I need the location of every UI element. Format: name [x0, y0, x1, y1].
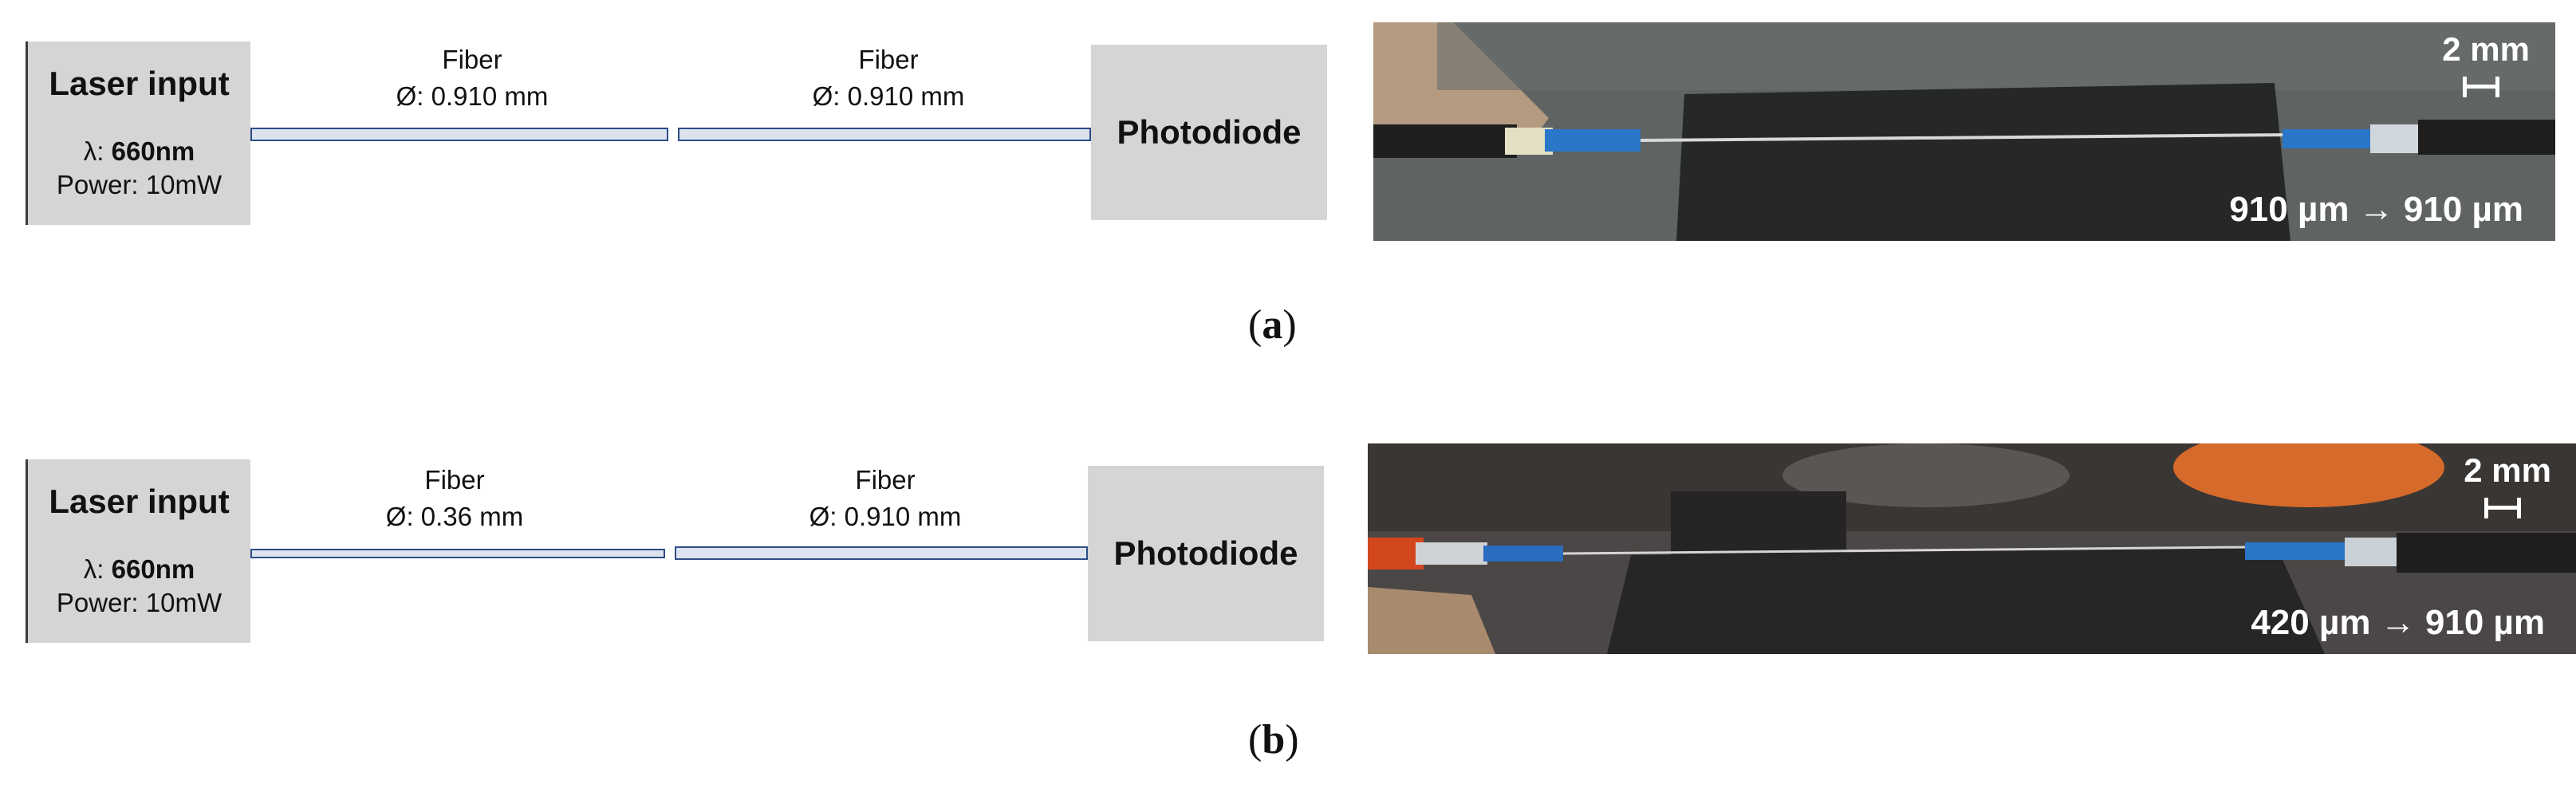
fiber-2-label: Fiber Ø: 0.910 mm [812, 45, 965, 111]
fiber-1-label: Fiber Ø: 0.910 mm [396, 45, 549, 111]
caption-b: (b) [1248, 717, 1299, 762]
laser-power: Power: 10mW [56, 170, 223, 199]
scale-bar-icon [2484, 498, 2521, 518]
scale-bar-icon [2463, 77, 2499, 97]
fiber-1-label: Fiber Ø: 0.36 mm [385, 465, 524, 531]
photodiode-label: Photodiode [1113, 534, 1298, 572]
laser-title: Laser input [49, 483, 230, 520]
photodiode-box: Photodiode [1091, 45, 1327, 220]
fiber-2-label: Fiber Ø: 0.910 mm [809, 465, 962, 531]
fiber-size-label: 420 µm → 910 µm [2251, 603, 2545, 642]
photodiode-box: Photodiode [1088, 466, 1324, 641]
laser-wavelength: λ: 660nm [83, 136, 195, 166]
fiber-splice-photo: 2 mm 420 µm → 910 µm [1368, 443, 2576, 654]
caption-a: (a) [1248, 302, 1297, 348]
scale-label: 2 mm [2442, 30, 2530, 68]
laser-input-box: Laser input λ: 660nm Power: 10mW [26, 41, 250, 225]
panel-a: Laser input λ: 660nm Power: 10mW Fiber Ø… [0, 0, 2576, 375]
laser-power: Power: 10mW [56, 588, 223, 617]
fiber-size-label: 910 µm → 910 µm [2229, 190, 2523, 229]
laser-input-box: Laser input λ: 660nm Power: 10mW [26, 459, 250, 643]
laser-wavelength: λ: 660nm [83, 554, 195, 584]
photodiode-label: Photodiode [1117, 113, 1302, 151]
photo-illustration [1373, 22, 2555, 241]
fiber-2 [675, 546, 1088, 560]
fiber-1 [250, 128, 668, 141]
fiber-1 [250, 549, 665, 558]
photo-illustration [1368, 443, 2576, 654]
scale-label: 2 mm [2464, 451, 2551, 489]
fiber-2 [678, 128, 1091, 141]
panel-b: Laser input λ: 660nm Power: 10mW Fiber Ø… [0, 417, 2576, 792]
laser-title: Laser input [49, 65, 230, 102]
fiber-splice-photo: 2 mm 910 µm → 910 µm [1373, 22, 2555, 241]
